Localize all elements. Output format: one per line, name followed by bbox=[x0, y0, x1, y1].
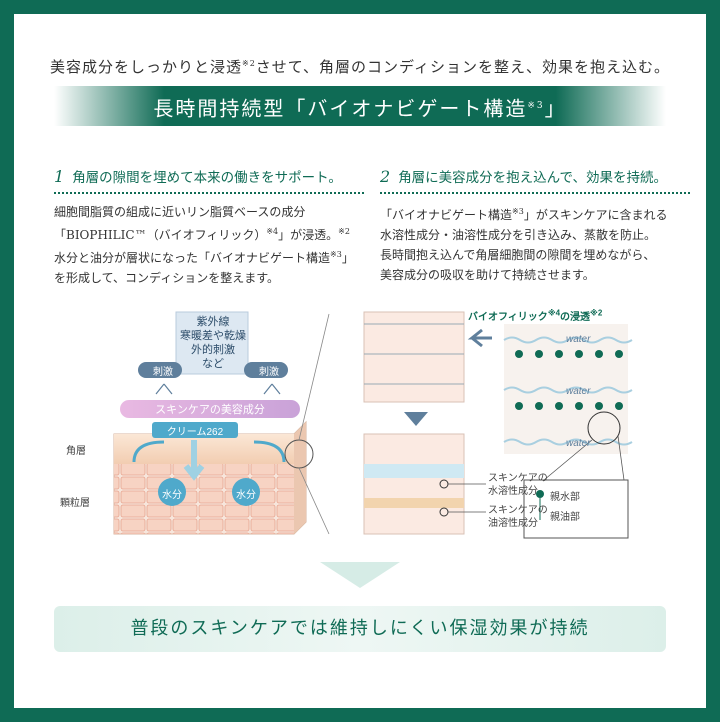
tagline-rest: させて、角層のコンディションを整え、効果を抱え込む。 bbox=[255, 58, 670, 76]
point-1-note-2: ※2 bbox=[338, 227, 350, 236]
biophilic-title-a: バイオフィリック bbox=[468, 312, 548, 323]
skincare-bar-label: スキンケアの美容成分 bbox=[155, 404, 265, 416]
point-2-line-3: 長時間抱え込んで角層細胞間の隙間を埋めながら、 bbox=[380, 248, 656, 262]
point-2-title: 角層に美容成分を抱え込んで、効果を持続。 bbox=[398, 170, 667, 186]
point-1-line-1: 細胞間脂質の組成に近いリン脂質ベースの成分 bbox=[54, 205, 306, 219]
banner-note: ※3 bbox=[527, 101, 545, 111]
biophilic-note-2: ※2 bbox=[590, 308, 603, 318]
point-2-heading: 2 角層に美容成分を抱え込んで、効果を持続。 bbox=[380, 166, 690, 194]
spread-arrow-right bbox=[253, 440, 286, 463]
penetration-arrow bbox=[467, 328, 492, 348]
stratum-corneum bbox=[114, 434, 294, 464]
tagline: 美容成分をしっかりと浸透※2させて、角層のコンディションを整え、効果を抱え込む。 bbox=[14, 56, 706, 77]
point-1-note-3: ※3 bbox=[330, 250, 342, 259]
legend-water-text: スキンケアの水溶性成分 bbox=[488, 472, 548, 498]
lipophilic-label: 親油部 bbox=[550, 512, 580, 523]
legend-water-line-2: 水溶性成分 bbox=[488, 486, 538, 497]
water-bubble-right bbox=[232, 478, 260, 506]
point-2-number: 2 bbox=[380, 167, 391, 186]
point-1: 1 角層の隙間を埋めて本来の働きをサポート。 細胞間脂質の組成に近いリン脂質ベース… bbox=[54, 166, 364, 288]
skin-block-side bbox=[294, 422, 306, 534]
skincare-bar bbox=[120, 400, 300, 418]
zoom-lines-2 bbox=[543, 435, 625, 481]
granular-layer bbox=[114, 464, 294, 534]
stress-etc: など bbox=[202, 358, 224, 370]
point-1-body: 細胞間脂質の組成に近いリン脂質ベースの成分 「BIOPHILIC™（バイオフィリ… bbox=[54, 202, 364, 288]
biophilic-title: バイオフィリック※4の浸透※2 bbox=[468, 308, 602, 323]
transition-arrow bbox=[404, 412, 428, 426]
stress-box bbox=[175, 311, 249, 375]
water-word-2: water bbox=[566, 386, 591, 397]
tagline-note: ※2 bbox=[242, 59, 256, 68]
legend-leaders bbox=[448, 483, 486, 513]
point-2-note-3: ※3 bbox=[512, 207, 524, 216]
zoom-circle-2 bbox=[587, 411, 621, 445]
biophilic-note-4: ※4 bbox=[547, 308, 561, 318]
lamella-before bbox=[363, 311, 465, 403]
water-waves bbox=[503, 336, 633, 446]
cream-label-box bbox=[152, 422, 238, 438]
zoom-lines-1 bbox=[298, 313, 330, 535]
water-word-3: water bbox=[566, 438, 591, 449]
stress-box-text: 紫外線 寒暖差や乾燥 外的刺激 など bbox=[177, 315, 249, 371]
irritation-label-left: 刺激 bbox=[153, 367, 173, 378]
title-banner: 長時間持続型「バイオナビゲート構造※3」 bbox=[54, 86, 666, 126]
point-1-line-2b: 」が浸透。 bbox=[278, 228, 339, 242]
point-1-line-2a: 「BIOPHILIC™（バイオフィリック） bbox=[54, 228, 267, 242]
point-1-number: 1 bbox=[54, 167, 65, 186]
banner-text: 長時間持続型「バイオナビゲート構造 bbox=[153, 96, 528, 121]
legend-oil-line-2: 油溶性成分 bbox=[488, 518, 538, 529]
hydrophilic-dot bbox=[536, 490, 544, 498]
point-2-line-1a: 「バイオナビゲート構造 bbox=[380, 208, 513, 222]
biophilic-molecules bbox=[515, 350, 623, 410]
layer-stratum-label: 角層 bbox=[66, 446, 86, 457]
stress-temperature: 寒暖差や乾燥 bbox=[180, 330, 246, 342]
point-1-heading: 1 角層の隙間を埋めて本来の働きをサポート。 bbox=[54, 166, 364, 194]
point-2: 2 角層に美容成分を抱え込んで、効果を持続。 「バイオナビゲート構造※3」がスキン… bbox=[380, 166, 690, 285]
point-2-line-2: 水溶性成分・油溶性成分を引き込み、蒸散を防止。 bbox=[380, 228, 657, 242]
oil-layer bbox=[364, 498, 464, 508]
spread-arrow-left bbox=[132, 440, 165, 463]
stress-external: 外的刺激 bbox=[191, 344, 235, 356]
point-1-title: 角層の隙間を埋めて本来の働きをサポート。 bbox=[72, 170, 342, 186]
point-1-line-3a: 水分と油分が層状になった「バイオナビゲート構造 bbox=[54, 251, 331, 265]
water-bubble-label-right: 水分 bbox=[236, 490, 256, 501]
chevron-down-icon bbox=[320, 562, 400, 588]
water-layer bbox=[364, 464, 464, 478]
lamella-before-rows bbox=[364, 323, 464, 385]
legend-oil-text: スキンケアの油溶性成分 bbox=[488, 504, 548, 530]
legend-box bbox=[523, 479, 629, 539]
tagline-main: 美容成分をしっかりと浸透 bbox=[49, 58, 242, 76]
cream-label: クリーム262 bbox=[166, 427, 224, 438]
irritation-arrows bbox=[155, 383, 281, 395]
layer-granular-label: 顆粒層 bbox=[60, 498, 90, 509]
hydrophilic-label: 親水部 bbox=[550, 492, 580, 503]
irritation-tag-left bbox=[138, 362, 182, 378]
point-2-line-1b: 」がスキンケアに含まれる bbox=[523, 208, 668, 222]
point-1-line-3b: 」 bbox=[341, 251, 354, 265]
biophilic-title-b: の浸透 bbox=[560, 312, 591, 323]
absorb-arrow bbox=[183, 440, 205, 481]
legend-oil-line-1: スキンケアの bbox=[488, 505, 548, 516]
lamella-after bbox=[363, 433, 465, 535]
point-1-note-4: ※4 bbox=[266, 227, 279, 236]
water-bubble-left bbox=[158, 478, 186, 506]
irritation-tag-right bbox=[244, 362, 288, 378]
bottom-message: 普段のスキンケアでは維持しにくい保湿効果が持続 bbox=[54, 606, 666, 652]
point-2-body: 「バイオナビゲート構造※3」がスキンケアに含まれる 水溶性成分・油溶性成分を引き… bbox=[380, 202, 690, 285]
point-1-line-4: を形成して、コンディションを整えます。 bbox=[54, 271, 280, 285]
water-word-1: water bbox=[566, 334, 591, 345]
water-bubble-label-left: 水分 bbox=[162, 490, 182, 501]
page-frame: 美容成分をしっかりと浸透※2させて、角層のコンディションを整え、効果を抱え込む。… bbox=[14, 14, 706, 708]
banner-end: 」 bbox=[544, 96, 567, 121]
stress-uv: 紫外線 bbox=[196, 316, 230, 328]
legend-water-line-1: スキンケアの bbox=[488, 473, 548, 484]
point-2-line-4: 美容成分の吸収を助けて持続させます。 bbox=[380, 268, 595, 282]
skin-structure-diagram bbox=[113, 311, 633, 539]
biophilic-box bbox=[504, 324, 628, 454]
irritation-label-right: 刺激 bbox=[259, 367, 279, 378]
